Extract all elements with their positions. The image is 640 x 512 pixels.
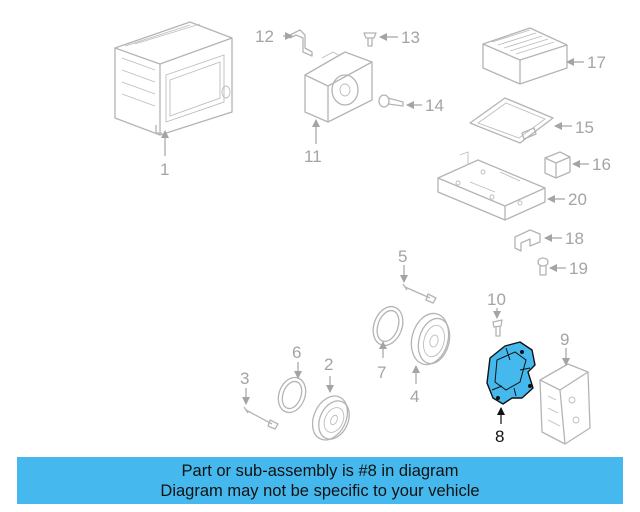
part-4-speaker [410,312,451,366]
callout-20: 20 [568,190,587,209]
info-banner: Part or sub-assembly is #8 in diagram Di… [17,457,623,504]
callout-15: 15 [575,118,594,137]
callout-1: 1 [160,160,169,179]
part-9-enclosure [539,363,591,445]
banner-line-part-number: Part or sub-assembly is #8 in diagram [181,461,459,480]
part-8-highlighted-bracket [486,341,536,405]
part-7-ring [372,305,404,347]
callout-12: 12 [255,27,274,46]
callout-18: 18 [565,229,584,248]
callout-11: 11 [304,147,322,166]
part-6-ring [277,376,307,414]
banner-line-disclaimer: Diagram may not be specific to your vehi… [160,481,480,500]
part-18-bracket [514,229,541,252]
part-2-speaker [311,395,350,441]
callout-7: 7 [377,363,386,382]
callout-5: 5 [398,247,407,266]
part-3-screw [243,406,279,430]
parts-diagram: 1 2 3 4 5 6 7 8 9 10 11 12 13 14 15 16 1… [114,21,611,446]
part-16-connector [544,151,571,179]
part-17-module [482,27,568,85]
callout-9: 9 [560,330,569,349]
callout-4: 4 [410,387,419,406]
callout-16: 16 [592,155,611,174]
part-14-bolt [378,94,404,108]
callout-2: 2 [324,355,333,374]
part-11-housing [304,51,373,123]
part-5-screw [402,283,437,304]
callout-13: 13 [401,28,420,47]
part-19-screw [537,257,549,276]
callout-17: 17 [587,53,606,72]
part-20-bracket [437,151,546,221]
callout-3: 3 [240,369,249,388]
callout-19: 19 [569,259,588,278]
part-12-bracket [289,29,313,57]
callout-8: 8 [495,427,504,446]
part-1-head-unit [114,21,233,136]
callout-14: 14 [425,96,444,115]
part-15-plate [469,97,554,144]
callout-10: 10 [487,290,506,309]
part-10-clip [492,319,503,337]
part-13-clip [363,32,377,47]
callout-6: 6 [292,343,301,362]
